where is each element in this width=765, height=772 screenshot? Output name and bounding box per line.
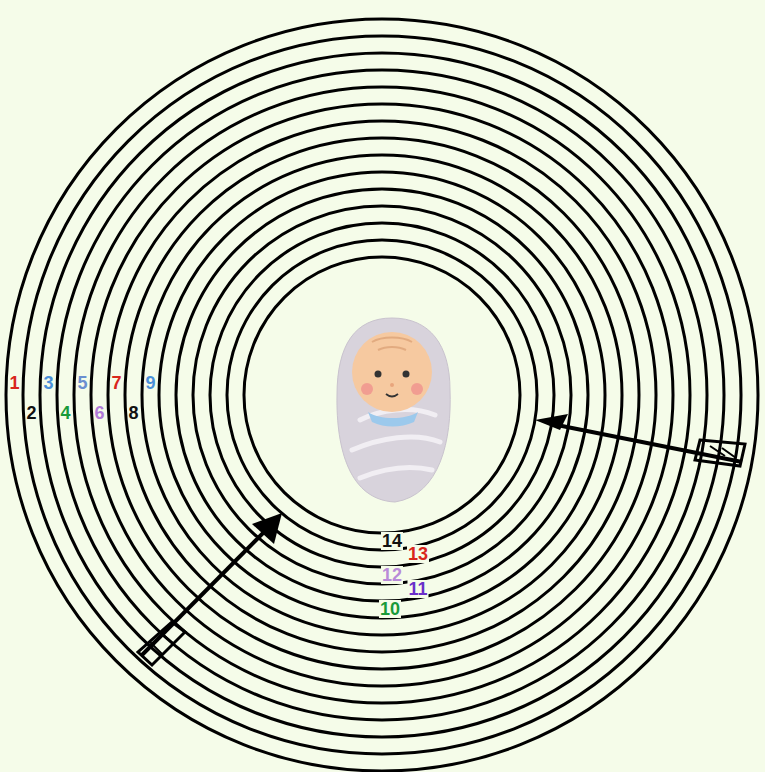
- arrow-fletching: [695, 440, 745, 466]
- ring: [57, 70, 707, 720]
- arrow-fletching: [150, 632, 174, 654]
- callout-number: 6: [93, 404, 105, 422]
- arrow-shaft: [552, 424, 742, 462]
- ring: [125, 138, 639, 652]
- callout-number: 3: [42, 374, 54, 392]
- callout-number: 8: [127, 404, 139, 422]
- eye: [403, 371, 410, 378]
- callout-number: 14: [381, 532, 403, 550]
- cheek: [411, 383, 423, 395]
- ring: [142, 155, 622, 635]
- callout-number: 5: [76, 374, 88, 392]
- arrow-shaft: [142, 526, 270, 655]
- ring: [23, 36, 741, 754]
- ring: [40, 53, 724, 737]
- ring: [210, 223, 554, 567]
- blanket: [337, 318, 450, 502]
- callout-number: 13: [407, 545, 429, 563]
- ring: [193, 206, 571, 584]
- callout-number: 1: [8, 374, 20, 392]
- hair: [372, 338, 412, 351]
- arrow-fletching: [710, 446, 736, 458]
- ring: [91, 104, 673, 686]
- arrow: [535, 414, 745, 466]
- arrow: [138, 513, 282, 665]
- callout-number: 4: [59, 404, 71, 422]
- callout-number: 10: [379, 600, 401, 618]
- ring: [108, 121, 656, 669]
- nose: [390, 383, 394, 387]
- ring: [227, 240, 537, 550]
- ring: [6, 19, 758, 771]
- callout-number: 9: [144, 374, 156, 392]
- arrow-head: [535, 414, 568, 430]
- arrow-head: [252, 513, 282, 544]
- ring: [74, 87, 690, 703]
- callout-number: 12: [381, 566, 403, 584]
- shirt: [368, 412, 418, 427]
- cheek: [361, 383, 373, 395]
- callout-number: 11: [407, 580, 428, 598]
- mouth: [386, 394, 398, 397]
- baby-illustration: [337, 318, 450, 502]
- rings: [6, 19, 758, 771]
- eye: [375, 371, 382, 378]
- ring: [159, 172, 605, 618]
- callout-number: 2: [25, 404, 37, 422]
- ring: [244, 257, 520, 533]
- arrow-fletching: [138, 622, 185, 665]
- face: [352, 332, 432, 412]
- callout-number: 7: [110, 374, 122, 392]
- ring: [176, 189, 588, 601]
- blanket-fold: [352, 410, 440, 478]
